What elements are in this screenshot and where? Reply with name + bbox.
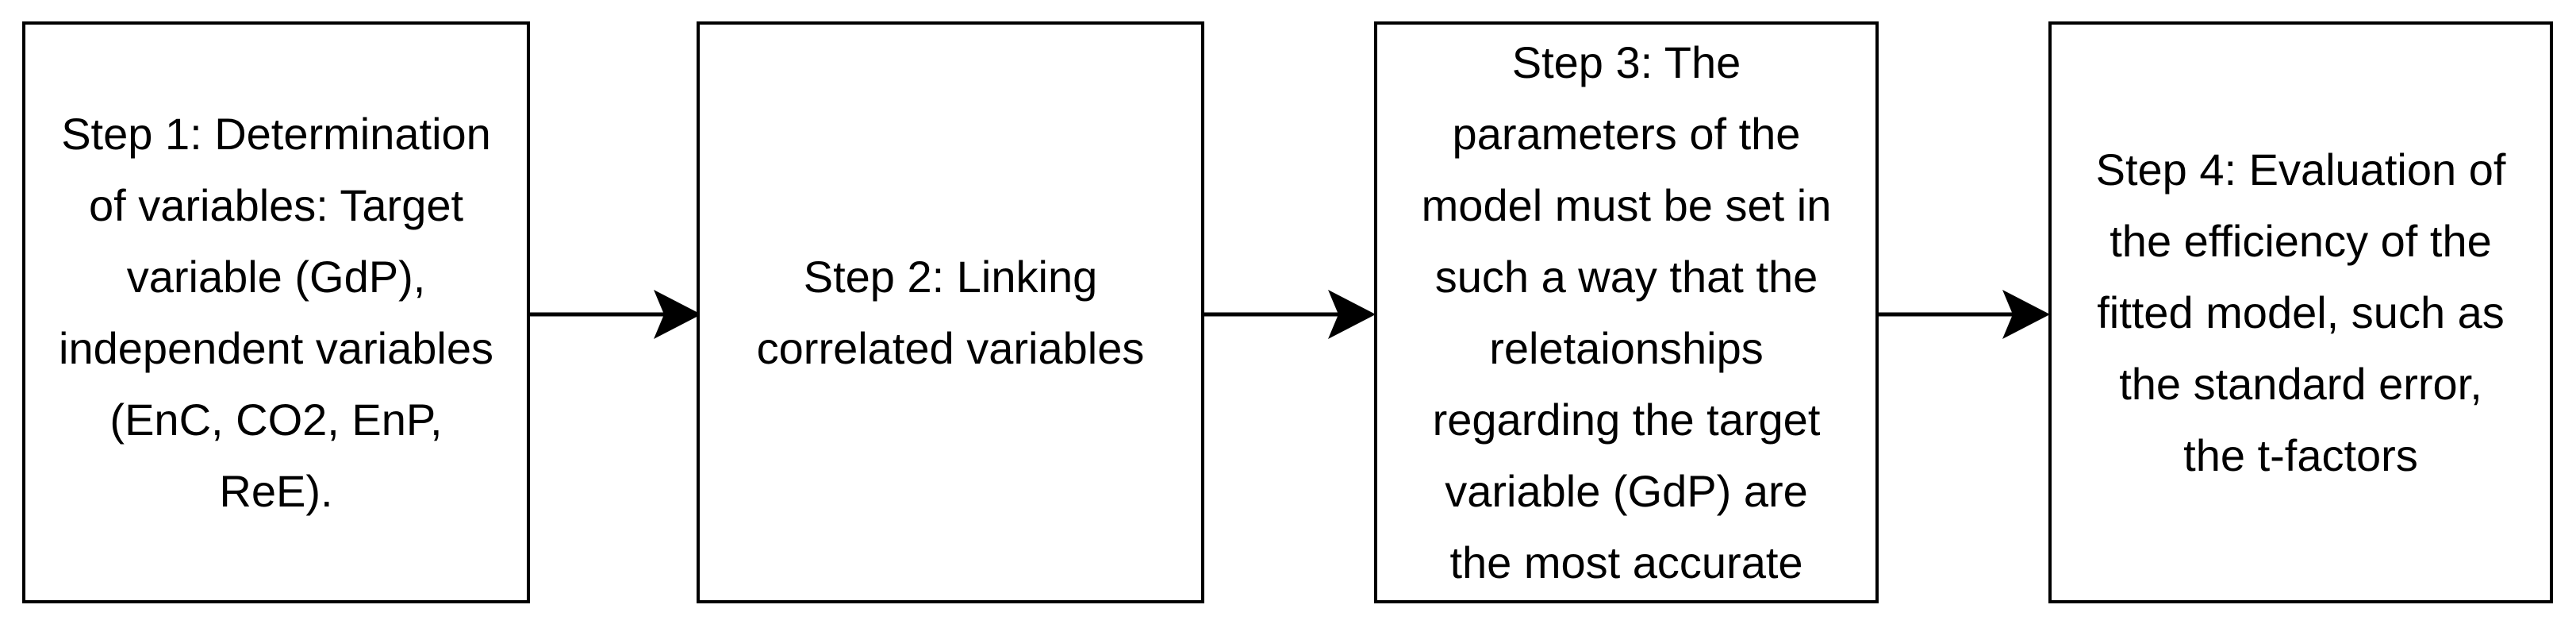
step-box-2: Step 2: Linking correlated variables [697,21,1204,603]
step-1-label: Step 1: Determination of variables: Targ… [59,108,493,516]
step-box-3: Step 3: The parameters of the model must… [1374,21,1879,603]
step-3-label: Step 3: The parameters of the model must… [1421,37,1832,587]
step-2-label: Step 2: Linking correlated variables [756,251,1145,373]
step-box-4: Step 4: Evaluation of the efficiency of … [2048,21,2553,603]
arrow-right-icon [1203,290,1376,339]
arrow-right-icon [528,290,701,339]
step-4-label: Step 4: Evaluation of the efficiency of … [2095,144,2506,480]
step-box-1: Step 1: Determination of variables: Targ… [22,21,530,603]
arrow-right-icon [1877,290,2050,339]
